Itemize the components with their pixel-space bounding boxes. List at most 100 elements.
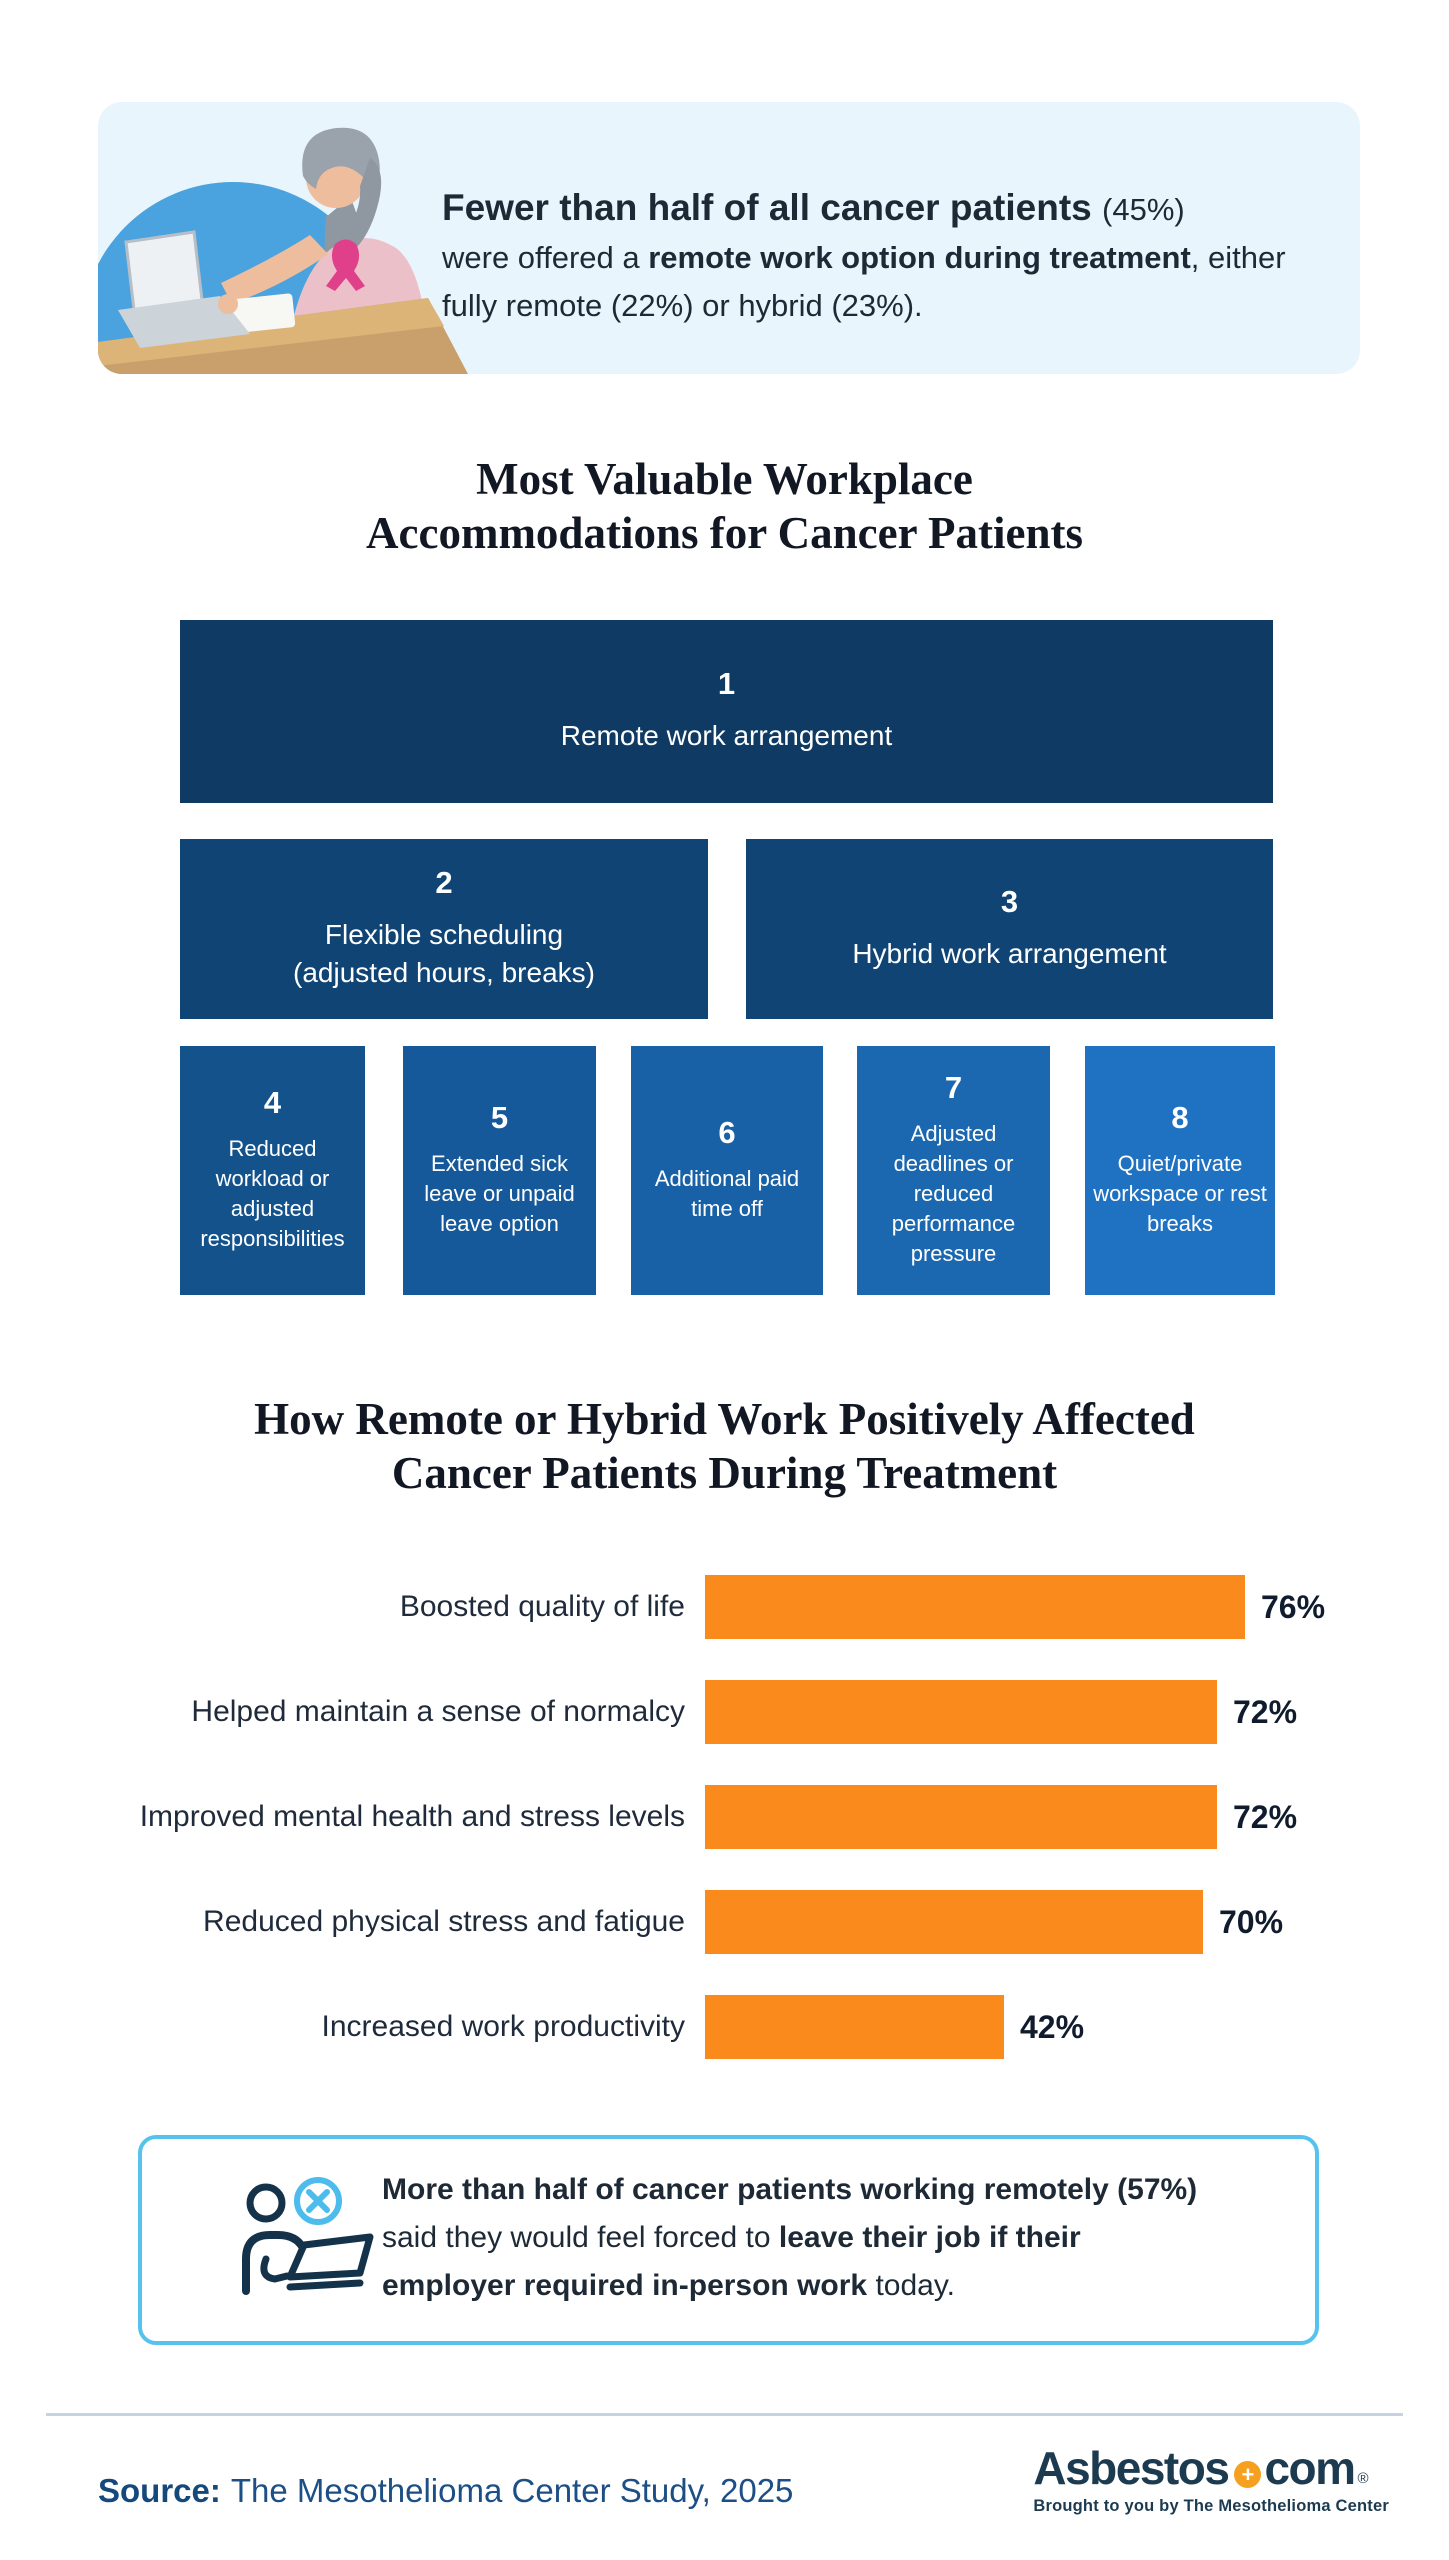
- bar-category-label: Increased work productivity: [321, 2010, 686, 2043]
- accommodation-box-8: 8 Quiet/private workspace or rest breaks: [1085, 1046, 1275, 1295]
- bar-value-label: 42%: [1020, 2008, 1085, 2045]
- rank-number: 5: [490, 1100, 509, 1135]
- chart-row: Reduced physical stress and fatigue 70%: [0, 1890, 1449, 1954]
- headscarf: [302, 127, 380, 190]
- logo-tagline: Brought to you by The Mesothelioma Cente…: [1033, 2497, 1389, 2515]
- text-segment: said they would feel forced to: [382, 2221, 779, 2254]
- bar-value-label: 72%: [1233, 1798, 1298, 1835]
- laptop-keyboard: [118, 296, 250, 348]
- bar-value-label: 70%: [1219, 1903, 1284, 1940]
- text-segment: More than half of cancer patients workin…: [382, 2173, 1198, 2206]
- text-segment: leave their job if their: [778, 2221, 1081, 2254]
- text-segment: , either: [1190, 240, 1286, 275]
- bar-category-label: Reduced physical stress and fatigue: [203, 1905, 685, 1938]
- chart-row: Increased work productivity 42%: [0, 1995, 1449, 2059]
- bar-value-label: 72%: [1233, 1693, 1298, 1730]
- headscarf-back: [343, 158, 382, 250]
- intro-banner: Fewer than half of all cancer patients (…: [98, 102, 1360, 374]
- text-line: said they would feel forced to leave the…: [382, 2214, 1292, 2262]
- accommodation-box-5: 5 Extended sick leave or unpaid leave op…: [403, 1046, 596, 1295]
- arm: [221, 235, 328, 304]
- text-segment: Fewer than half of all cancer patients: [442, 187, 1092, 228]
- person-body-icon: [242, 2231, 307, 2295]
- title-line: Accommodations for Cancer Patients: [366, 508, 1083, 558]
- text-line: Fewer than half of all cancer patients (…: [442, 184, 1360, 234]
- banner-text: Fewer than half of all cancer patients (…: [442, 184, 1360, 330]
- section2-title: How Remote or Hybrid Work Positively Aff…: [0, 1392, 1449, 1500]
- bar-category-label: Boosted quality of life: [399, 1590, 685, 1623]
- bar-value-label: 76%: [1261, 1588, 1326, 1625]
- text-segment: remote work option during treatment: [648, 240, 1191, 275]
- accommodation-label: Additional paid time off: [654, 1166, 800, 1221]
- rank-number: 2: [435, 864, 453, 900]
- rank-number: 4: [263, 1085, 282, 1120]
- logo-wordmark: Asbestos + com ®: [1033, 2442, 1389, 2494]
- accommodation-label: Hybrid work arrangement: [852, 937, 1167, 969]
- accommodations-grid: 1 Remote work arrangement 2 Flexible sch…: [180, 620, 1275, 1295]
- text-segment: fully remote (22%) or hybrid (23%).: [442, 288, 923, 323]
- text-segment: today.: [867, 2269, 955, 2302]
- asbestos-logo: Asbestos + com ® Brought to you by The M…: [1033, 2442, 1389, 2516]
- desk-top: [98, 298, 444, 366]
- laptop-icon: [286, 2233, 374, 2281]
- text-line: More than half of cancer patients workin…: [382, 2166, 1292, 2214]
- laptop-screen: [124, 230, 204, 312]
- bar: [705, 1890, 1203, 1954]
- hand-icon: [260, 2255, 291, 2283]
- source-label: Source:: [98, 2472, 221, 2509]
- bar: [705, 1680, 1217, 1744]
- bar-category-label: Improved mental health and stress levels: [139, 1800, 685, 1833]
- accommodation-box-6: 6 Additional paid time off: [631, 1046, 823, 1295]
- chart-row: Helped maintain a sense of normalcy 72%: [0, 1680, 1449, 1744]
- accommodation-box-2: 2 Flexible scheduling (adjusted hours, b…: [180, 839, 708, 1019]
- laptop-base-icon: [286, 2279, 364, 2291]
- rank-number: 8: [1171, 1100, 1189, 1135]
- blocked-circle-icon: [294, 2177, 342, 2225]
- accommodation-box-4: 4 Reduced workload or adjusted responsib…: [180, 1046, 365, 1295]
- plus-glyph: +: [1241, 2461, 1255, 2487]
- accommodation-label: Flexible scheduling (adjusted hours, bre…: [293, 918, 595, 988]
- accommodation-label: Quiet/private workspace or rest breaks: [1093, 1151, 1267, 1236]
- bar: [705, 1995, 1004, 2059]
- accommodation-label: Adjusted deadlines or reduced performanc…: [891, 1121, 1016, 1266]
- pink-ribbon: [326, 239, 365, 291]
- rank-number: 1: [717, 666, 736, 701]
- accommodation-box-7: 7 Adjusted deadlines or reduced performa…: [857, 1046, 1050, 1295]
- chart-row: Improved mental health and stress levels…: [0, 1785, 1449, 1849]
- text-line: fully remote (22%) or hybrid (23%).: [442, 282, 1360, 330]
- hand: [218, 294, 238, 314]
- text-segment: employer required in-person work: [382, 2269, 868, 2302]
- section1-title: Most Valuable Workplace Accommodations f…: [0, 452, 1449, 560]
- registered-mark-icon: ®: [1357, 2470, 1369, 2487]
- title-line: How Remote or Hybrid Work Positively Aff…: [254, 1394, 1195, 1444]
- x-mark-icon: [306, 2189, 330, 2213]
- text-segment: [1092, 187, 1102, 228]
- title-line: Cancer Patients During Treatment: [391, 1448, 1058, 1498]
- callout-box: More than half of cancer patients workin…: [138, 2135, 1319, 2345]
- bar: [705, 1575, 1245, 1639]
- rank-number: 6: [718, 1115, 736, 1150]
- bar-chart: Boosted quality of life 76% Helped maintai…: [0, 1575, 1449, 2100]
- logo-text-asbestos: Asbestos: [1033, 2442, 1230, 2494]
- text-line: employer required in-person work today.: [382, 2262, 1292, 2310]
- remote-worker-blocked-icon: [242, 2177, 374, 2295]
- text-line: were offered a remote work option during…: [442, 234, 1360, 282]
- accommodation-label: Remote work arrangement: [560, 720, 893, 751]
- footer-divider: [46, 2413, 1403, 2416]
- bar-category-label: Helped maintain a sense of normalcy: [191, 1695, 685, 1728]
- logo-plus-icon: +: [1234, 2461, 1262, 2488]
- accommodation-box-1: 1 Remote work arrangement: [180, 620, 1273, 803]
- person-head-icon: [246, 2183, 286, 2223]
- text-segment: were offered a: [442, 240, 649, 275]
- source-value: The Mesothelioma Center Study, 2025: [230, 2472, 794, 2509]
- accommodation-label: Extended sick leave or unpaid leave opti…: [424, 1151, 575, 1236]
- rank-number: 7: [944, 1070, 963, 1105]
- bar: [705, 1785, 1217, 1849]
- callout-text: More than half of cancer patients workin…: [382, 2166, 1292, 2310]
- chart-row: Boosted quality of life 76%: [0, 1575, 1449, 1639]
- title-line: Most Valuable Workplace: [476, 454, 973, 504]
- text-segment: (45%): [1102, 192, 1185, 227]
- source-note: Source:The Mesothelioma Center Study, 20…: [98, 2472, 793, 2510]
- accommodation-box-3: 3 Hybrid work arrangement: [746, 839, 1273, 1019]
- rank-number: 3: [1000, 883, 1019, 919]
